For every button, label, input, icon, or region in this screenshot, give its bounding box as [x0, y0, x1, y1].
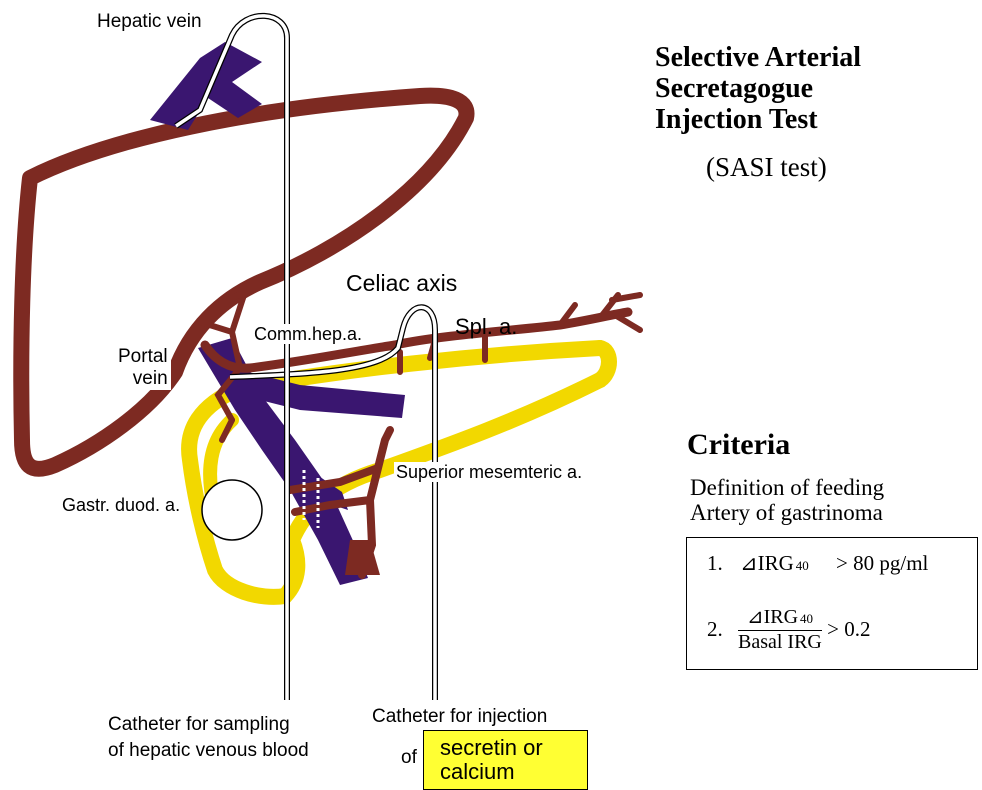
label-secretin: secretin or [440, 737, 543, 759]
label-celiac-axis: Celiac axis [346, 272, 457, 295]
title-line-3: Injection Test [655, 104, 861, 135]
title-line-2: Secretagogue [655, 73, 861, 104]
label-gastr-duod-a: Gastr. duod. a. [60, 495, 182, 515]
label-catheter-sampling: Catheter for sampling of hepatic venous … [108, 712, 309, 764]
pancreas-tail [600, 348, 609, 380]
duodenum-circle [202, 480, 262, 540]
label-portal-vein: Portal vein [115, 346, 171, 390]
secretin-calcium-highlight: secretin or calcium [423, 730, 588, 790]
criterion-1-term: IRG [758, 551, 794, 575]
label-calcium: calcium [440, 761, 515, 783]
criterion-2-denominator: Basal IRG [738, 631, 822, 653]
criterion-1-sub: 40 [796, 558, 809, 573]
label-superior-mesenteric-a: Superior mesemteric a. [394, 462, 584, 482]
label-catheter-sampling-line1: Catheter for sampling [108, 712, 309, 738]
criterion-2-op: > 0.2 [827, 617, 870, 641]
title-line-1: Selective Arterial [655, 42, 861, 73]
label-spl-a: Spl. a. [455, 316, 517, 338]
page-title: Selective Arterial Secretagogue Injectio… [655, 42, 861, 135]
page-subtitle: (SASI test) [706, 152, 827, 183]
criterion-2-sub: 40 [800, 611, 813, 626]
delta-icon: ⊿ [747, 606, 764, 628]
label-portal-vein-line2: vein [118, 368, 168, 390]
label-catheter-injection: Catheter for injection [372, 707, 547, 726]
criteria-desc-line-1: Definition of feeding [690, 475, 884, 500]
label-catheter-injection-of: of [401, 748, 417, 767]
criterion-2-num: 2. [707, 617, 723, 641]
criteria-description: Definition of feeding Artery of gastrino… [690, 475, 884, 525]
criteria-desc-line-2: Artery of gastrinoma [690, 500, 884, 525]
delta-icon: ⊿ [740, 551, 758, 575]
label-portal-vein-line1: Portal [118, 346, 168, 368]
label-hepatic-vein: Hepatic vein [97, 12, 202, 31]
criterion-1-op: > 80 pg/ml [836, 551, 928, 575]
label-comm-hep-a: Comm.hep.a. [252, 324, 364, 344]
criteria-heading: Criteria [687, 428, 790, 462]
label-catheter-sampling-line2: of hepatic venous blood [108, 738, 309, 764]
criterion-1-num: 1. [707, 551, 723, 575]
criterion-2-term: IRG [764, 606, 798, 628]
